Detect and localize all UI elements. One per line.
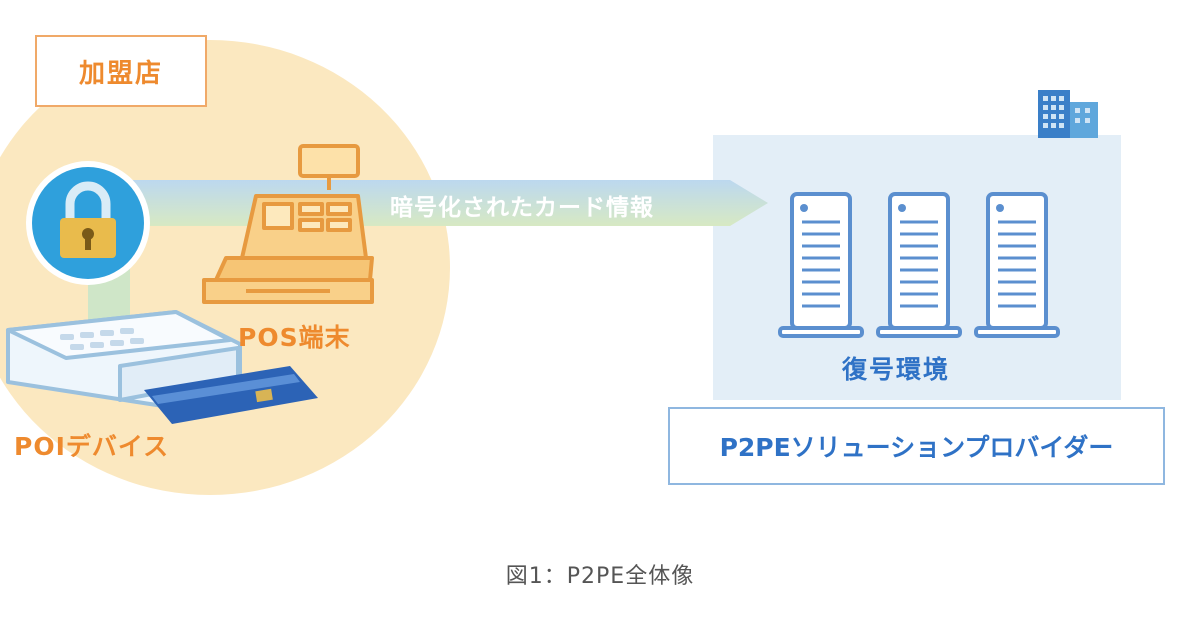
data-flow-label: 暗号化されたカード情報 [390,195,654,221]
decryption-env-label: 復号環境 [842,355,951,384]
provider-label: P2PEソリューションプロバイダー [668,407,1165,485]
merchant-label: 加盟店 [35,35,207,107]
poi-device-label: POIデバイス [14,432,170,461]
server-icon [778,192,864,338]
server-icon [974,192,1060,338]
server-icon [876,192,962,338]
credit-card-icon [144,366,318,424]
cash-register-icon [202,144,374,304]
figure-caption: 図1：P2PE全体像 [505,564,695,589]
server-group [778,192,1060,338]
building-icon [1038,90,1098,138]
pos-label: POS端末 [238,323,351,352]
lock-icon [26,161,150,285]
